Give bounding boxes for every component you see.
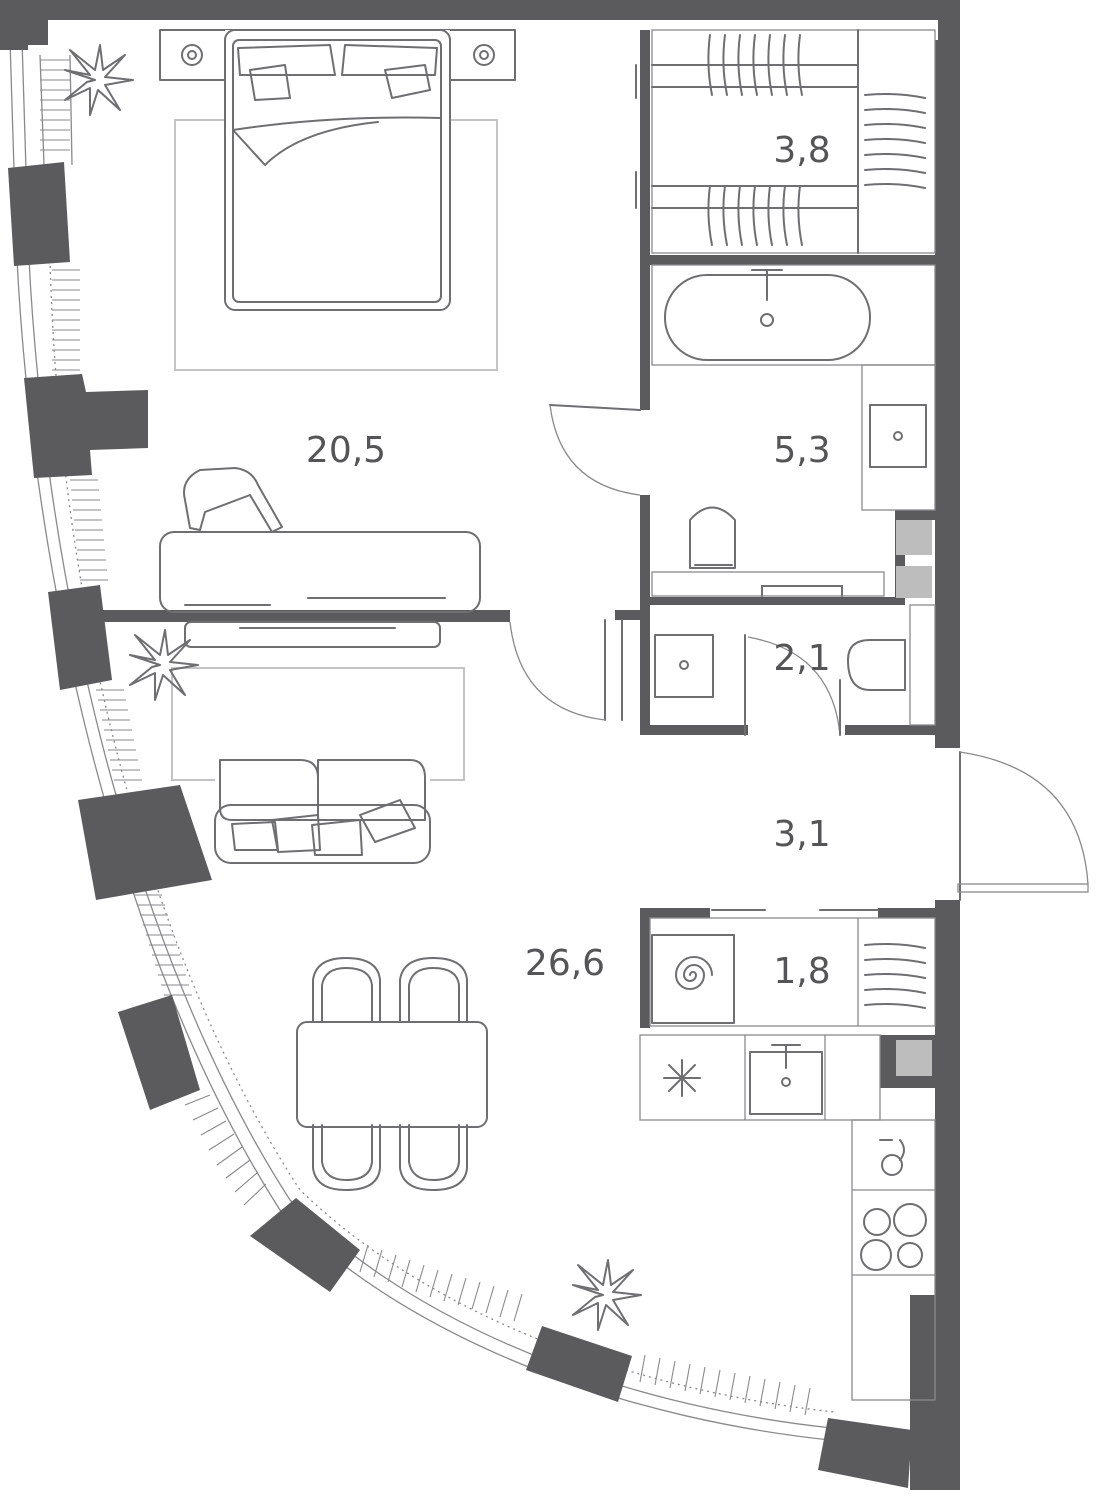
area-label-bedroom: 20,5 <box>306 430 386 471</box>
snowflake-icon <box>663 1059 701 1097</box>
wc-fixtures <box>509 604 936 736</box>
utility-shafts <box>896 520 932 1076</box>
entry-door <box>957 751 1089 901</box>
bathroom-fixtures <box>549 264 936 597</box>
bedroom-furniture <box>159 29 516 371</box>
walls <box>0 0 960 1490</box>
area-label-wc: 2,1 <box>773 638 830 679</box>
storage-fixtures <box>649 909 936 1027</box>
plant-icon <box>129 629 199 701</box>
living-furniture <box>171 667 465 865</box>
plant-icon <box>572 1259 642 1331</box>
plant-icon <box>64 44 134 116</box>
area-labels: 20,5 3,8 5,3 2,1 3,1 1,8 26,6 <box>306 130 831 992</box>
area-label-bathroom: 5,3 <box>773 430 830 471</box>
area-label-living-kitchen: 26,6 <box>525 943 605 984</box>
kitchen-fixtures <box>639 1034 936 1401</box>
desk-area <box>159 467 481 648</box>
plant-icons <box>64 44 642 1331</box>
area-label-wardrobe: 3,8 <box>773 130 830 171</box>
area-label-storage: 1,8 <box>773 951 830 992</box>
wardrobe-furniture <box>635 29 936 254</box>
area-label-hallway: 3,1 <box>773 814 830 855</box>
dining-set <box>296 957 488 1191</box>
